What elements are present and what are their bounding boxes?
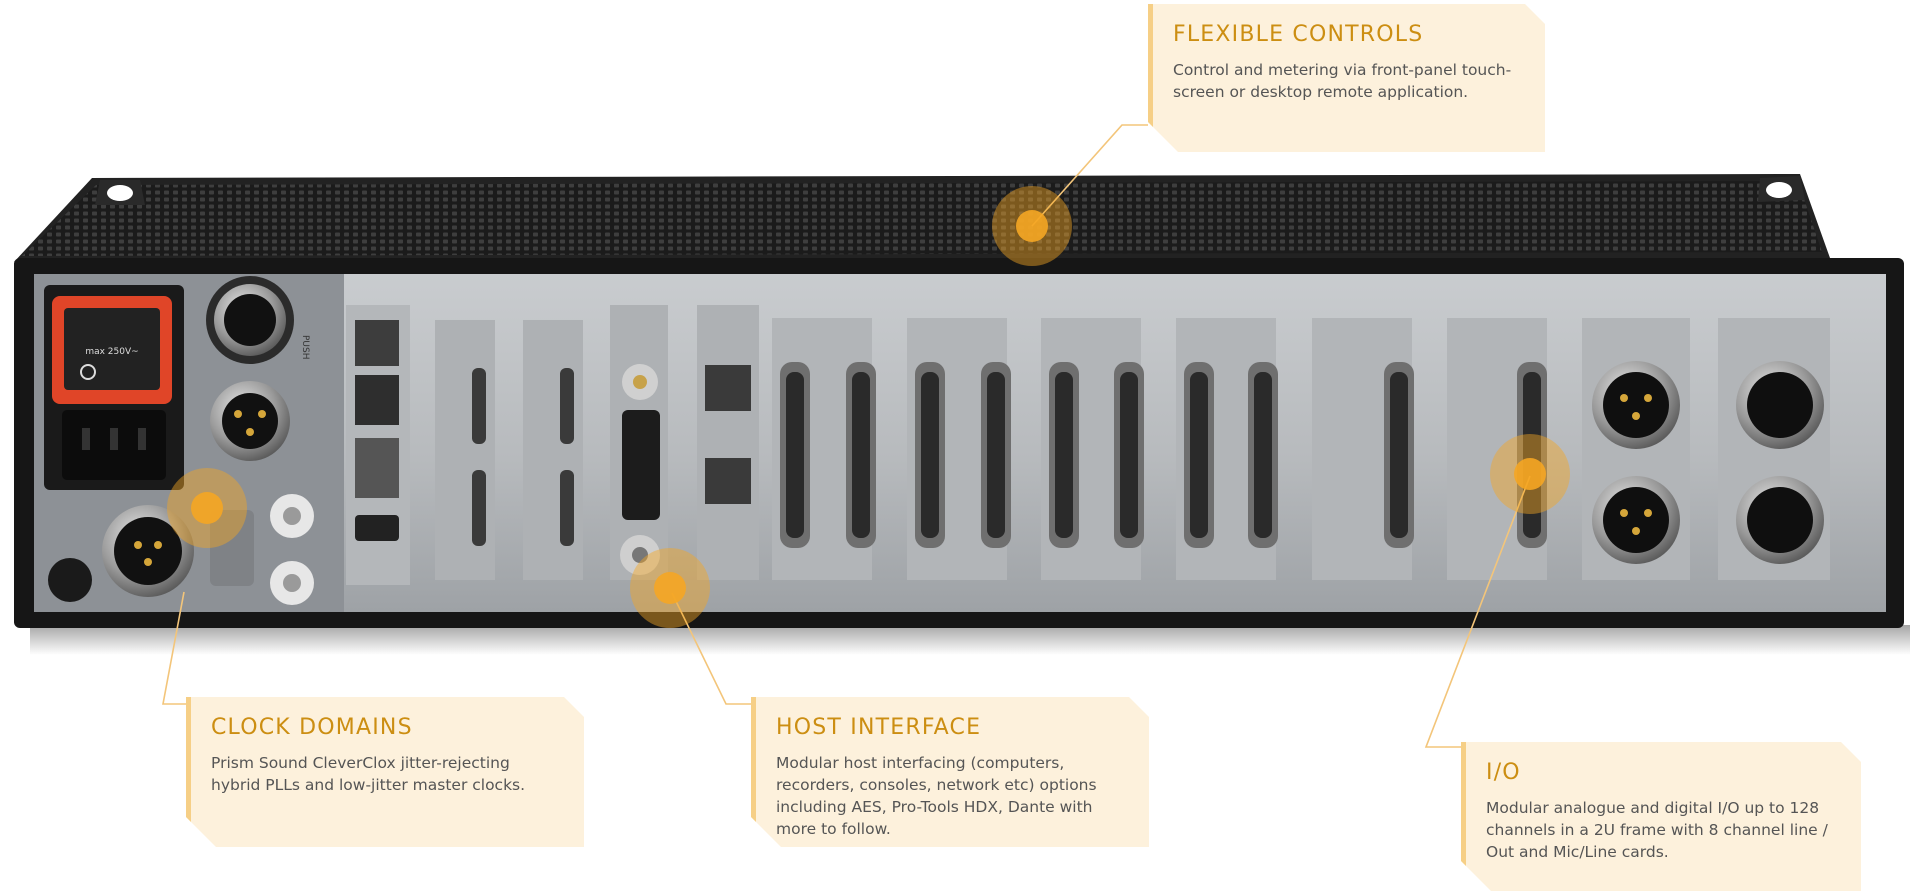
io-cards-xlr <box>1582 318 1830 580</box>
callout-body: Modular host interfacing (computers, rec… <box>776 754 1097 838</box>
callout-title: FLEXIBLE CONTROLS <box>1173 22 1424 47</box>
callout-title: HOST INTERFACE <box>776 715 982 740</box>
callout-leaders <box>162 124 1531 748</box>
power-inlet: max 250V~ <box>44 285 184 490</box>
push-label: PUSH <box>300 335 310 360</box>
clock-connectors: PUSH <box>48 276 314 605</box>
callout-host-interface: HOST INTERFACE Modular host interfacing … <box>751 697 1149 847</box>
card-slots <box>435 305 759 580</box>
chassis-top <box>14 174 1830 262</box>
callout-body: Control and metering via front-panel tou… <box>1173 61 1512 101</box>
host-card <box>346 305 410 585</box>
hotspots <box>167 186 1570 628</box>
callout-io: I/O Modular analogue and digital I/O up … <box>1461 742 1861 891</box>
power-switch-label: max 250V~ <box>85 347 138 357</box>
callout-title: I/O <box>1486 760 1521 785</box>
callout-title: CLOCK DOMAINS <box>211 715 413 740</box>
callout-flexible-controls: FLEXIBLE CONTROLS Control and metering v… <box>1148 4 1545 152</box>
callout-clock-domains: CLOCK DOMAINS Prism Sound CleverClox jit… <box>186 697 584 847</box>
callout-body: Prism Sound CleverClox jitter-rejecting … <box>211 754 526 794</box>
io-cards-db25 <box>772 318 1547 580</box>
callout-body: Modular analogue and digital I/O up to 1… <box>1486 799 1828 861</box>
